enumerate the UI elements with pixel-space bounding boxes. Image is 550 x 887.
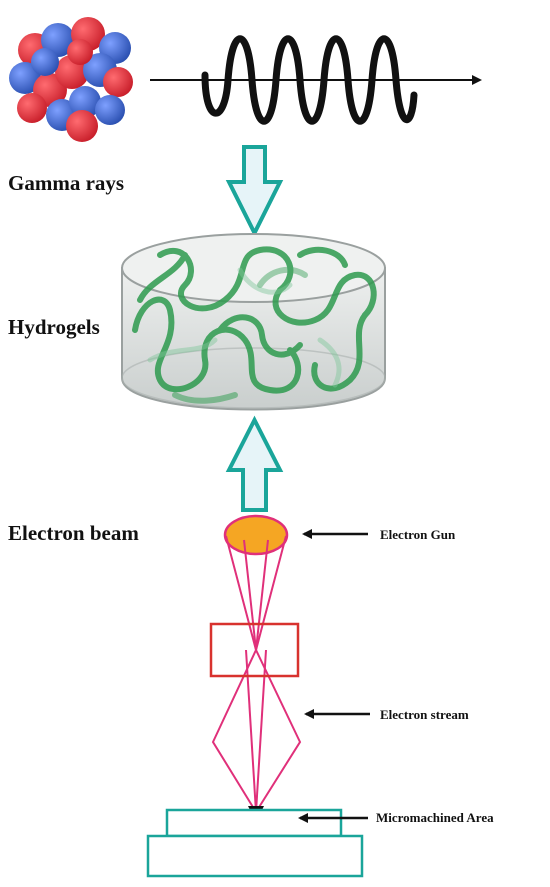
gamma-wave-icon: [201, 35, 418, 125]
focusing-lens-box: [209, 622, 300, 678]
gamma-rays-label: Gamma rays: [8, 171, 124, 195]
electron-gun-label: Electron Gun: [380, 527, 456, 542]
micromachined-sample: [165, 808, 343, 838]
electron-gun-icon: [223, 514, 289, 556]
down-arrow-icon: [225, 145, 284, 238]
stage-base: [146, 834, 364, 878]
electron-beam-label: Electron beam: [8, 521, 139, 545]
polymer-network-shadow-icon: [147, 267, 342, 388]
up-arrow-icon: [225, 415, 284, 512]
polymer-network-icon: [132, 246, 377, 404]
nucleus-cluster-icon: [9, 17, 133, 142]
micromachined-area-label: Micromachined Area: [376, 810, 494, 825]
electron-stream-label: Electron stream: [380, 707, 469, 722]
electron-stream-icon: [211, 535, 302, 814]
hydrogels-label: Hydrogels: [8, 315, 100, 339]
